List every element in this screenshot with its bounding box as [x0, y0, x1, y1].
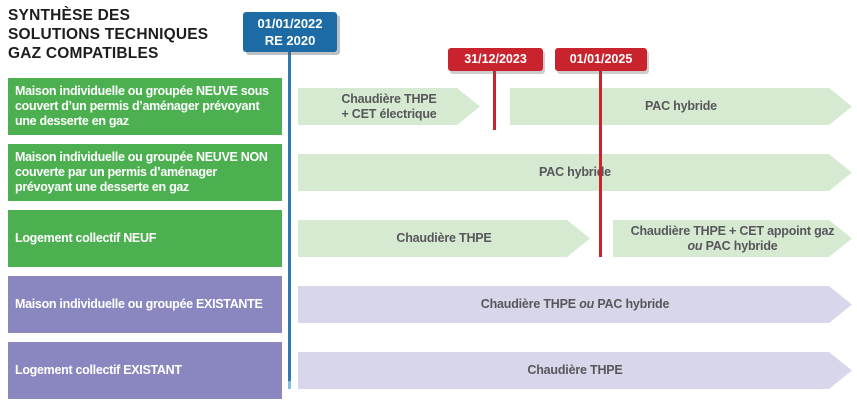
arrow-label: Chaudière THPE — [527, 363, 623, 377]
arrow-label: Chaudière THPE — [341, 91, 437, 106]
milestone-line-re2020-tail — [288, 381, 291, 389]
milestone-line-2023 — [493, 71, 496, 130]
arrow-row1-pac-hybride: PAC hybride — [510, 88, 852, 125]
arrow-row2-pac-hybride: PAC hybride — [298, 154, 852, 191]
page-title: SYNTHÈSE DES SOLUTIONS TECHNIQUES GAZ CO… — [8, 6, 243, 63]
arrow-label: ou PAC hybride — [687, 238, 778, 253]
arrow-label: Chaudière THPE — [396, 231, 492, 245]
category-maison-neuve-non-couverte: Maison individuelle ou groupée NEUVE NON… — [8, 144, 282, 201]
milestone-line-re2020 — [288, 52, 291, 381]
arrow-label: PAC hybride — [539, 165, 611, 179]
arrow-row3-chaudiere-thpe: Chaudière THPE — [298, 220, 590, 257]
category-label: Logement collectif NEUF — [15, 231, 157, 245]
category-maison-neuve-permis: Maison individuelle ou groupée NEUVE sou… — [8, 78, 282, 135]
page-title-line3: GAZ COMPATIBLES — [8, 45, 159, 62]
category-label: Maison individuelle ou groupée EXISTANTE — [15, 297, 263, 311]
milestone-line-2025 — [599, 71, 602, 257]
category-maison-existante: Maison individuelle ou groupée EXISTANTE — [8, 276, 282, 333]
category-logement-collectif-neuf: Logement collectif NEUF — [8, 210, 282, 267]
arrow-row4-chaudiere-ou-pac: Chaudière THPE ou PAC hybride — [298, 286, 852, 323]
milestone-2023-date: 31/12/2023 — [464, 52, 527, 66]
page-title-line2: SOLUTIONS TECHNIQUES — [8, 26, 209, 43]
category-label: Maison individuelle ou groupée NEUVE sou… — [15, 84, 269, 128]
milestone-2025: 01/01/2025 — [555, 48, 647, 71]
category-label: Logement collectif EXISTANT — [15, 363, 182, 377]
category-logement-collectif-existant: Logement collectif EXISTANT — [8, 342, 282, 399]
category-label: Maison individuelle ou groupée NEUVE NON… — [15, 150, 268, 194]
milestone-re2020: 01/01/2022 RE 2020 — [243, 12, 337, 52]
arrow-row3-chaudiere-cet-appoint: Chaudière THPE + CET appoint gaz ou PAC … — [613, 220, 852, 257]
page-title-line1: SYNTHÈSE DES — [8, 7, 131, 24]
arrow-label: Chaudière THPE ou PAC hybride — [480, 297, 670, 311]
milestone-2023: 31/12/2023 — [448, 48, 543, 71]
milestone-re2020-label: RE 2020 — [264, 33, 316, 48]
arrow-row1-chaudiere-cet: Chaudière THPE + CET électrique — [298, 88, 480, 125]
arrow-label: + CET électrique — [341, 106, 437, 121]
milestone-2025-date: 01/01/2025 — [569, 52, 633, 66]
arrow-label: Chaudière THPE + CET appoint gaz — [630, 223, 835, 238]
arrow-label: PAC hybride — [645, 99, 717, 113]
milestone-re2020-date: 01/01/2022 — [257, 16, 323, 31]
arrow-row5-chaudiere-thpe: Chaudière THPE — [298, 352, 852, 389]
